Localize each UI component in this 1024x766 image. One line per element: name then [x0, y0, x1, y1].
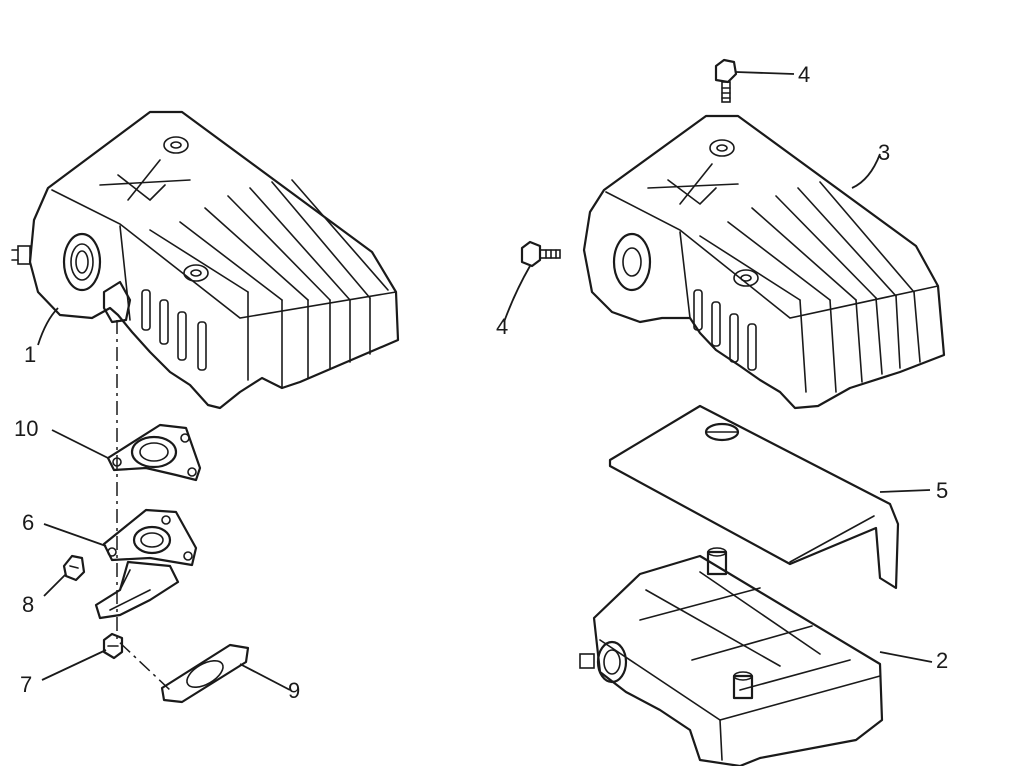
- label-part-5: 5: [936, 478, 948, 503]
- bolt-part-4-top: [714, 58, 738, 103]
- heat-plate-part-5: [608, 404, 900, 590]
- heat-shield-part-3: [582, 114, 946, 410]
- bolt-part-7: [102, 632, 124, 660]
- label-part-3: 3: [878, 140, 890, 165]
- muffler-assembly-part-1: [11, 110, 400, 410]
- assembly-centerline: [116, 320, 171, 691]
- label-part-2: 2: [936, 648, 948, 673]
- label-part-8: 8: [22, 592, 34, 617]
- label-part-9: 9: [288, 678, 300, 703]
- bolt-part-4-side: [520, 240, 561, 268]
- flange-part-6: [94, 508, 198, 620]
- muffler-body-part-2: [579, 547, 884, 766]
- label-part-10: 10: [14, 416, 38, 441]
- gasket-part-10: [106, 423, 202, 482]
- label-part-4-side: 4: [496, 314, 508, 339]
- gasket-part-9: [160, 643, 250, 704]
- nut-part-8: [62, 554, 86, 582]
- label-part-4-top: 4: [798, 62, 810, 87]
- label-part-6: 6: [22, 510, 34, 535]
- label-part-1: 1: [24, 342, 36, 367]
- leader-lines: [37, 71, 933, 691]
- label-part-7: 7: [20, 672, 32, 697]
